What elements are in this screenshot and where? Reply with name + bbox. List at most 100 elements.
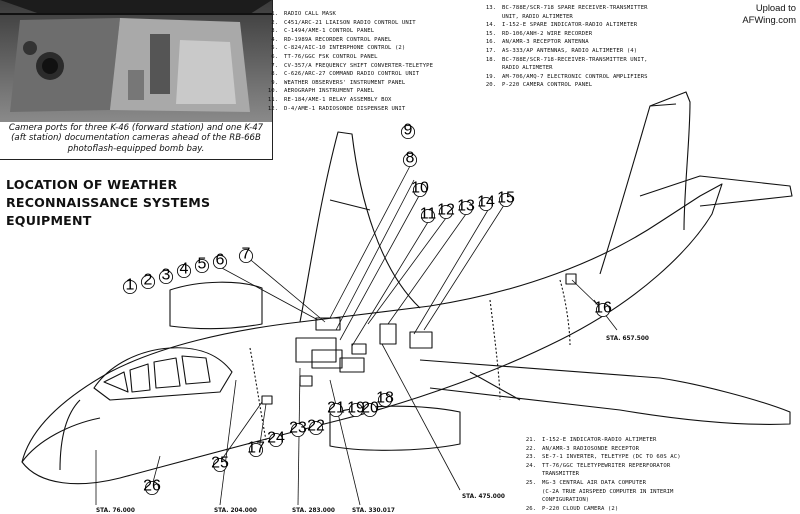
legend-text-continuation: RADIO ALTIMETER — [502, 65, 553, 72]
callout-circle — [498, 192, 514, 208]
legend-number: 1. — [271, 11, 278, 17]
camera-port-photo: Camera ports for three K-46 (forward sta… — [0, 0, 273, 160]
callout-number: 1 — [126, 276, 135, 293]
legend-item: 19. AM-706/AMQ-7 ELECTRONIC CONTROL AMPLI… — [476, 73, 648, 82]
title-line-1: LOCATION OF WEATHER — [6, 177, 178, 192]
legend-text: WEATHER OBSERVERS' INSTRUMENT PANEL — [284, 79, 406, 86]
callout-number: 16 — [594, 299, 612, 316]
callout-circle — [248, 442, 264, 458]
legend-text: P-220 CLOUD CAMERA (2) — [542, 505, 619, 512]
legend-number: 10. — [267, 88, 278, 95]
legend-item: 3.C-1494/AME-1 CONTROL PANEL — [258, 27, 433, 36]
legend-item: 4.RD-1989A RECORDER CONTROL PANEL — [258, 36, 433, 45]
callout-number: 15 — [497, 189, 515, 206]
callout-number: 3 — [162, 266, 171, 283]
callout-circle — [328, 402, 344, 418]
callout-circle — [412, 182, 428, 198]
callout-5: 5 — [194, 255, 210, 274]
callout-circle — [268, 432, 284, 448]
legend-item: 11.RE-184/AME-1 RELAY ASSEMBLY BOX — [258, 96, 433, 105]
legend-number: 19. — [485, 73, 496, 80]
legend-number: 12. — [267, 105, 278, 112]
callout-3: 3 — [158, 266, 174, 285]
callout-24: 24 — [267, 429, 285, 448]
callout-4: 4 — [176, 260, 192, 279]
callout-circle — [158, 269, 174, 285]
legend-text: D-4/AME-1 RADIOSONDE DISPENSER UNIT — [284, 105, 406, 112]
legend-item: 14.I-152-E SPARE INDICATOR-RADIO ALTIMET… — [476, 21, 648, 30]
title-line-2: RECONNAISSANCE SYSTEMS — [6, 195, 211, 210]
callout-circle — [362, 402, 378, 418]
callout-number: 9 — [404, 121, 413, 138]
legend-number: 7. — [271, 62, 278, 69]
legend-item: 13. BC-788E/SCR-718 SPARE RECEIVER-TRANSM… — [476, 4, 648, 13]
callout-circle — [348, 402, 364, 418]
legend-number: 26. — [525, 505, 536, 512]
legend-item: 24.TT-76/GGC TELETYPEWRITER REPERFORATOR — [516, 462, 681, 471]
callout-circle — [458, 200, 474, 216]
callout-10: 10 — [411, 179, 429, 198]
callout-number: 19 — [347, 399, 365, 416]
callout-circle — [290, 422, 306, 438]
photo-caption: Camera ports for three K-46 (forward sta… — [8, 123, 264, 154]
watermark: Upload to AFWing.com — [742, 2, 796, 26]
legend-number: 3. — [271, 28, 278, 35]
legend-text: AM-706/AMQ-7 ELECTRONIC CONTROL AMPLIFIE… — [502, 73, 648, 80]
callout-number: 10 — [411, 179, 429, 196]
legend-number: 9. — [271, 79, 278, 86]
legend-item: 8.C-626/ARC-27 COMMAND RADIO CONTROL UNI… — [258, 70, 433, 79]
callout-number: 14 — [477, 193, 495, 210]
legend-item: 17.AS-333/AP ANTENNAS, RADIO ALTIMETER (… — [476, 47, 648, 56]
callout-6: 6 — [212, 251, 228, 270]
legend-text: AS-333/AP ANTENNAS, RADIO ALTIMETER (4) — [502, 47, 638, 54]
legend-text: AN/AMR-3 RECEPTOR ANTENNA — [502, 39, 589, 46]
legend-text: MG-3 CENTRAL AIR DATA COMPUTER — [542, 479, 647, 486]
callout-15: 15 — [497, 189, 515, 208]
legend-number: 16. — [485, 39, 496, 46]
legend-item: 2. C451/ARC-21 LIAISON RADIO CONTROL UNIT — [258, 19, 433, 28]
leader-lines — [95, 165, 618, 506]
legend-text: C451/ARC-21 LIAISON RADIO CONTROL UNIT — [284, 19, 416, 26]
station-labels: STA. 76.000 STA. 204.000 STA. 283.000 ST… — [96, 336, 649, 514]
legend-number: 5. — [271, 45, 278, 52]
callout-number: 8 — [406, 149, 415, 166]
legend-item: 5.C-824/AIC-10 INTERPHONE CONTROL (2) — [258, 44, 433, 53]
legend-item: 6.TT-76/GGC FSK CONTROL PANEL — [258, 53, 433, 62]
callout-1: 1 — [122, 276, 138, 295]
legend-number: 2. — [271, 19, 278, 26]
legend-text: I-152-E INDICATOR-RADIO ALTIMETER — [542, 437, 657, 443]
callout-13: 13 — [457, 197, 475, 216]
callout-circle — [478, 196, 494, 212]
aircraft-outline — [21, 91, 793, 485]
legend-right: 13. BC-788E/SCR-718 SPARE RECEIVER-TRANSM… — [476, 4, 648, 90]
legend-item: 23.SE-7-1 INVERTER, TELETYPE (DC TO 60S … — [516, 453, 681, 462]
legend-number: 25. — [525, 479, 536, 486]
callout-circle — [420, 208, 436, 224]
legend-number: 13. — [485, 5, 496, 11]
legend-text: C-626/ARC-27 COMMAND RADIO CONTROL UNIT — [284, 71, 420, 78]
legend-text: I-152-E SPARE INDICATOR-RADIO ALTIMETER — [502, 22, 638, 29]
callout-number: 6 — [216, 251, 225, 268]
callout-9: 9 — [400, 121, 416, 140]
watermark-line-1: Upload to — [755, 2, 796, 13]
callout-circle — [140, 274, 156, 290]
station-label: STA. 330.017 — [352, 508, 395, 514]
callout-circle — [595, 302, 611, 318]
callout-number: 13 — [457, 197, 475, 214]
callout-18: 18 — [376, 389, 394, 408]
legend-item: 22.AN/AMR-3 RADIOSONDE RECEPTOR — [516, 445, 681, 454]
legend-item: 18.BC-788E/SCR-718-RECEIVER-TRANSMITTER … — [476, 56, 648, 65]
legend-item: 16. AN/AMR-3 RECEPTOR ANTENNA — [476, 38, 648, 47]
callout-number: 17 — [247, 439, 265, 456]
legend-text-continuation: CONFIGURATION) — [542, 497, 590, 504]
callout-2: 2 — [140, 271, 156, 290]
legend-text: BC-788E/SCR-718 SPARE RECEIVER-TRANSMITT… — [502, 5, 648, 11]
callout-number: 22 — [307, 417, 325, 434]
legend-item: 7.CV-357/A FREQUENCY SHIFT CONVERTER-TEL… — [258, 62, 433, 71]
callout-25: 25 — [211, 454, 229, 473]
callout-circle — [377, 392, 393, 408]
callout-circle — [212, 254, 228, 270]
callout-number: 7 — [242, 245, 251, 262]
callout-22: 22 — [307, 417, 325, 436]
